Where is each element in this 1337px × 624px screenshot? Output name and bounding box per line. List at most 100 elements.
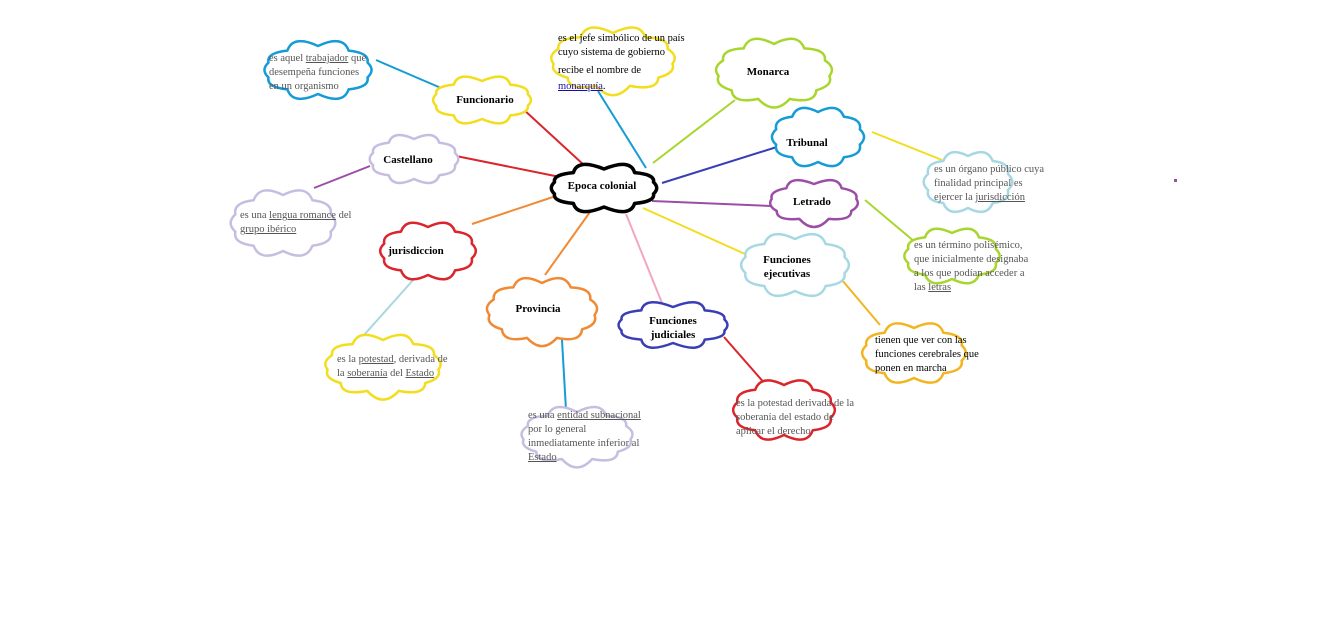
def-funciones-ejecutivas: tienen que ver con las funciones cerebra… bbox=[875, 334, 979, 376]
def-funcionario-link[interactable]: trabajador bbox=[305, 53, 349, 64]
def-funciones-ejecutivas-l3: ponen en marcha bbox=[875, 363, 947, 374]
def-jurisdiccion-link2[interactable]: soberanía bbox=[347, 368, 388, 379]
node-funciones-ejecutivas-line1: Funciones bbox=[763, 254, 811, 266]
cloud-jurisdiccion bbox=[378, 221, 478, 281]
node-funciones-judiciales: Funciones judiciales bbox=[628, 314, 718, 342]
connector-tribunal bbox=[661, 145, 781, 184]
def-monarca-l3: recibe el nombre de bbox=[558, 65, 642, 76]
def-castellano-link2[interactable]: grupo ibérico bbox=[240, 224, 297, 235]
def-tribunal-link[interactable]: jurisdicción bbox=[975, 192, 1025, 203]
node-tribunal: Tribunal bbox=[786, 137, 828, 149]
def-provincia-a: es una bbox=[528, 410, 558, 421]
connector-funciones-ejecutivas bbox=[642, 207, 746, 255]
def-letrado-l1: es un término polisémico, bbox=[914, 240, 1023, 251]
cloud-funcionario bbox=[431, 75, 533, 125]
def-monarca: es el jefe simbólico de un país cuyo sis… bbox=[558, 32, 685, 94]
cloud-def-funciones-ejecutivas bbox=[860, 322, 968, 384]
def-provincia-link2[interactable]: Estado bbox=[528, 452, 557, 463]
connector-letrado bbox=[651, 200, 772, 207]
connector-funciones-judiciales bbox=[625, 213, 663, 304]
def-jurisdiccion-f: del bbox=[387, 368, 406, 379]
def-jurisdiccion-c: , derivada de bbox=[393, 354, 448, 365]
cloud-def-letrado bbox=[903, 227, 1001, 285]
def-letrado: es un término polisémico, que inicialmen… bbox=[914, 239, 1028, 295]
cloud-central bbox=[549, 162, 659, 214]
def-tribunal: es un órgano público cuya finalidad prin… bbox=[934, 163, 1044, 205]
cloud-tribunal bbox=[770, 106, 866, 168]
def-funcionario-c: que bbox=[348, 53, 367, 64]
connector-provincia bbox=[544, 211, 591, 276]
connector-def-funciones-judiciales bbox=[723, 336, 767, 386]
connector-jurisdiccion bbox=[471, 196, 554, 225]
node-castellano: Castellano bbox=[383, 154, 433, 166]
connector-def-castellano bbox=[313, 165, 371, 189]
cloud-monarca bbox=[714, 37, 834, 109]
def-funciones-judiciales-l3: aplicar el derecho bbox=[736, 426, 811, 437]
def-castellano-a: es una bbox=[240, 210, 270, 221]
node-funciones-judiciales-line1: Funciones bbox=[649, 315, 697, 327]
connector-funcionario bbox=[522, 108, 586, 167]
node-funciones-ejecutivas: Funciones ejecutivas bbox=[742, 253, 832, 281]
def-monarca-l1: es el jefe simbólico de un país bbox=[558, 33, 685, 44]
connector-def-tribunal bbox=[871, 131, 943, 161]
def-provincia: es una entidad subnacional por lo genera… bbox=[528, 409, 641, 465]
connector-def-jurisdiccion bbox=[363, 278, 415, 336]
node-funcionario: Funcionario bbox=[456, 94, 514, 106]
def-castellano: es una lengua romance del grupo ibérico bbox=[240, 209, 351, 237]
def-funciones-ejecutivas-l1: tienen que ver con las bbox=[875, 335, 967, 346]
node-jurisdiccion: jurisdiccion bbox=[388, 245, 444, 257]
cloud-castellano bbox=[368, 133, 460, 185]
cloud-funciones-judiciales bbox=[617, 301, 729, 349]
node-funciones-ejecutivas-line2: ejecutivas bbox=[763, 268, 811, 280]
node-monarca: Monarca bbox=[746, 66, 790, 78]
def-monarca-end: . bbox=[602, 81, 606, 92]
connector-def-letrado bbox=[864, 199, 916, 243]
def-jurisdiccion-link1[interactable]: potestad bbox=[358, 354, 394, 365]
connector-monarca bbox=[652, 99, 736, 164]
def-jurisdiccion-a: es la bbox=[337, 354, 359, 365]
def-letrado-l2: que inicialmente designaba bbox=[914, 254, 1029, 265]
def-jurisdiccion-d: la bbox=[337, 368, 348, 379]
def-tribunal-l2: finalidad principal es bbox=[934, 178, 1023, 189]
def-monarca-link[interactable]: monarquía bbox=[558, 81, 603, 92]
def-provincia-l2: por lo general bbox=[528, 424, 587, 435]
def-funciones-judiciales-l1: es la potestad derivada de la bbox=[736, 398, 855, 409]
cloud-def-provincia bbox=[520, 405, 634, 469]
def-funciones-judiciales-l2: soberanía del estado de bbox=[736, 412, 834, 423]
def-funciones-judiciales: es la potestad derivada de la soberanía … bbox=[736, 397, 854, 439]
cloud-def-funcionario bbox=[263, 39, 373, 101]
central-node-label: Epoca colonial bbox=[567, 180, 637, 192]
def-funcionario-d: desempeña funciones bbox=[269, 67, 360, 78]
def-provincia-link[interactable]: entidad subnacional bbox=[557, 410, 641, 421]
node-funciones-judiciales-line2: judiciales bbox=[650, 329, 696, 341]
stray-dot bbox=[1174, 179, 1177, 182]
def-letrado-link[interactable]: letras bbox=[928, 282, 952, 293]
connector-def-funciones-ejecutivas bbox=[841, 279, 881, 326]
cloud-provincia bbox=[485, 276, 599, 348]
cloud-funciones-ejecutivas bbox=[739, 232, 851, 298]
def-jurisdiccion-link3[interactable]: Estado bbox=[405, 368, 435, 379]
def-funcionario-a: es aquel bbox=[269, 53, 306, 64]
def-provincia-l3: inmediatamente inferior al bbox=[528, 438, 640, 449]
def-funcionario: es aquel trabajador que desempeña funcio… bbox=[269, 52, 366, 94]
def-castellano-c: del bbox=[335, 210, 352, 221]
def-jurisdiccion: es la potestad, derivada de la soberanía… bbox=[337, 353, 448, 381]
connector-castellano bbox=[455, 155, 561, 178]
connector-def-monarca bbox=[597, 90, 647, 169]
def-castellano-link[interactable]: lengua romance bbox=[269, 210, 336, 221]
def-monarca-l2: cuyo sistema de gobierno bbox=[558, 47, 666, 58]
cloud-def-tribunal bbox=[922, 150, 1014, 214]
def-letrado-l4a: las bbox=[914, 282, 929, 293]
cloud-letrado bbox=[768, 178, 860, 229]
def-funciones-ejecutivas-l2: funciones cerebrales que bbox=[875, 349, 979, 360]
node-provincia: Provincia bbox=[515, 303, 561, 315]
def-tribunal-l3a: ejercer la bbox=[934, 192, 976, 203]
cloud-def-monarca bbox=[550, 26, 676, 97]
def-letrado-l3: a los que podían acceder a bbox=[914, 268, 1025, 279]
def-tribunal-l1: es un órgano público cuya bbox=[934, 164, 1045, 175]
def-funcionario-e: en un organismo bbox=[269, 81, 339, 92]
connectors bbox=[313, 59, 943, 411]
cloud-def-castellano bbox=[229, 189, 337, 257]
connector-def-funcionario bbox=[375, 59, 442, 89]
